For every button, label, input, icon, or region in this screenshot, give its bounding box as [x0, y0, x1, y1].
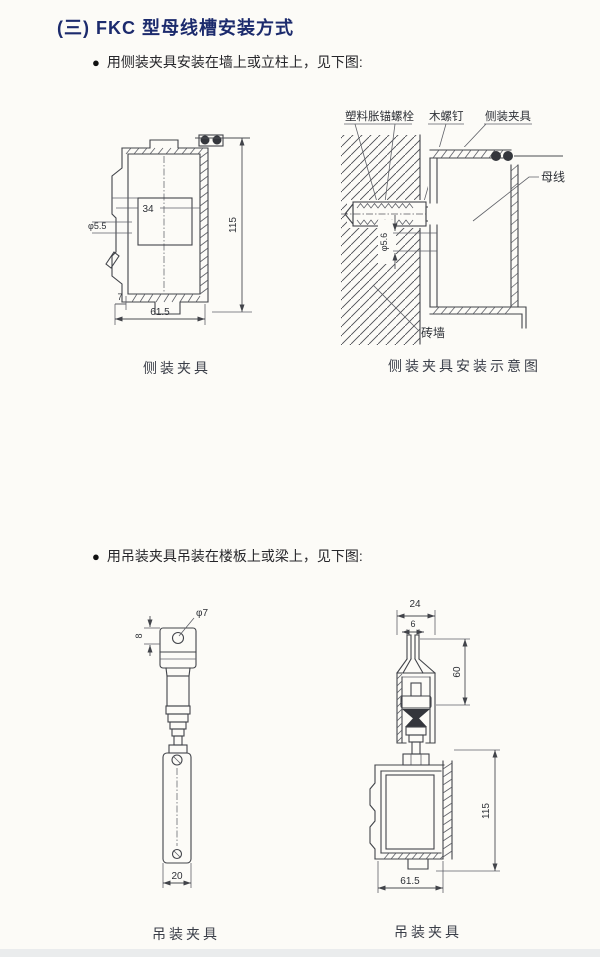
bullet-icon: ● — [92, 55, 100, 70]
caption-hanger-rod: 吊装夹具 — [152, 926, 220, 942]
caption-side-install: 侧装夹具安装示意图 — [388, 358, 541, 374]
page-bottom-edge — [0, 949, 600, 957]
hanger-bracket — [396, 634, 436, 744]
dim-20-label: 20 — [171, 871, 183, 882]
label-side-clamp: 侧装夹具 — [485, 110, 531, 123]
hole-dim — [378, 215, 437, 269]
bullet-text: 用吊装夹具吊装在楼板上或梁上，见下图: — [106, 548, 363, 564]
dim-115-label: 115 — [228, 217, 239, 233]
height-dim — [436, 749, 500, 872]
side-install-drawing: 塑料胀锚螺栓 木螺钉 侧装夹具 — [341, 109, 565, 345]
side-tab — [105, 251, 120, 269]
dim-24-label: 24 — [409, 599, 421, 610]
hanger-rod-drawing: φ7 8 — [134, 608, 208, 888]
dim-615-label: 61.5 — [150, 307, 170, 318]
bracket-height-dim — [420, 638, 470, 706]
inner-component — [112, 197, 200, 246]
wall-leader — [372, 284, 419, 331]
label-anchor-bolt: 塑料胀锚螺栓 — [345, 109, 414, 123]
rod-body — [165, 667, 191, 754]
dim-34-label: 34 — [142, 204, 154, 215]
bullet-text: 用侧装夹具安装在墙上或立柱上，见下图: — [106, 54, 363, 70]
label-brick-wall: 砖墙 — [421, 325, 445, 340]
height-dim — [212, 138, 252, 313]
dim-615-label: 61.5 — [400, 876, 420, 887]
caption-hanger-clamp: 吊装夹具 — [394, 924, 462, 940]
hole-leader — [178, 617, 195, 637]
side-clamp-drawing: 34 φ5.5 115 7 61.5 — [88, 134, 252, 325]
flat-bar — [162, 752, 192, 864]
busway-section — [428, 147, 563, 329]
dim-7-label: 7 — [117, 292, 122, 302]
clamp-bolts — [195, 134, 250, 147]
bullet-icon: ● — [92, 549, 100, 564]
dim-8-label: 8 — [134, 633, 144, 638]
bolt-assembly — [400, 682, 432, 766]
top-width-dim — [396, 610, 436, 635]
trough-outline — [105, 139, 209, 315]
eyelet-block — [159, 627, 197, 669]
width-dim — [114, 304, 206, 325]
dim-phi55-label: φ5.5 — [88, 221, 106, 231]
bullet-hanging-mount: ● 用吊装夹具吊装在楼板上或梁上，见下图: — [92, 546, 363, 566]
busway-section — [369, 760, 453, 870]
dim-115-label: 115 — [481, 803, 492, 819]
eye-thickness-dim — [144, 616, 160, 656]
label-wood-screw: 木螺钉 — [429, 110, 464, 123]
dim-phi7-label: φ7 — [196, 608, 208, 619]
dim-phi56-label: φ5.6 — [379, 233, 389, 251]
page-title: (三) FKC 型母线槽安装方式 — [57, 18, 294, 38]
hanger-clamp-drawing: 24 6 60 — [369, 599, 500, 893]
hole-dim — [92, 221, 132, 234]
dim-60-label: 60 — [452, 666, 463, 678]
bullet-side-mount: ● 用侧装夹具安装在墙上或立柱上，见下图: — [92, 52, 363, 72]
bar-width-dim — [162, 863, 192, 888]
foot-dim — [115, 296, 127, 310]
dim-6-label: 6 — [410, 619, 415, 629]
width-dim — [377, 861, 444, 893]
busbar-leader — [472, 176, 539, 222]
slot-width-dim — [402, 629, 424, 637]
label-busbar: 母线 — [541, 170, 565, 184]
caption-side-clamp: 侧装夹具 — [143, 360, 211, 376]
